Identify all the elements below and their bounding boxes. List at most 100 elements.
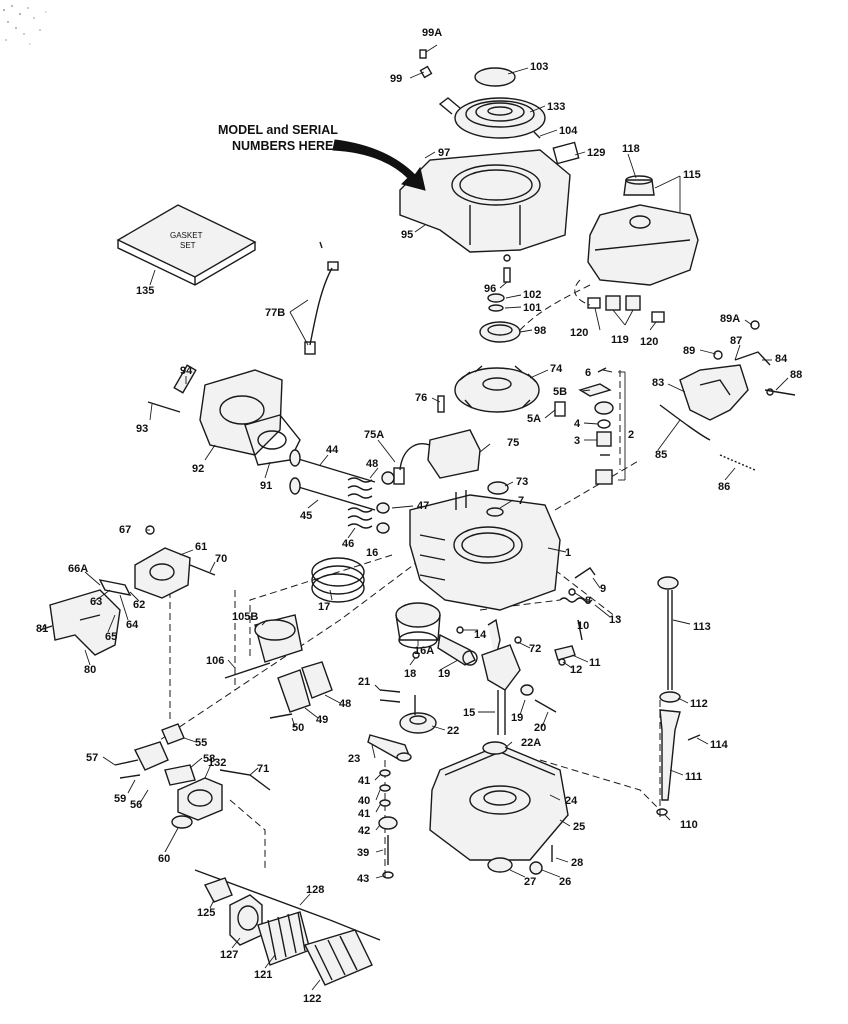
label-45: 45 [300,510,312,522]
label-7: 7 [518,495,524,507]
flywheel-hardware [479,267,521,343]
label-110: 110 [680,819,698,831]
label-22A: 22A [521,737,541,749]
label-2: 2 [628,429,634,441]
recoil-starter-assembly [419,49,546,139]
label-39: 39 [357,847,369,859]
gasket-set-line1: GASKET [170,231,203,240]
label-133: 133 [547,101,565,113]
label-77B: 77B [265,307,285,319]
spark-plug-wire [304,241,339,355]
part-labels: 99A 99 103 133 104 97 129 118 115 95 135… [36,27,802,1005]
label-11: 11 [589,657,601,669]
crankshaft-assembly [379,618,557,735]
label-19-crank: 19 [511,712,523,724]
spark-plug [173,364,197,394]
flywheel [454,365,540,413]
governor-shaft-parts [554,367,614,485]
label-20: 20 [534,722,546,734]
label-80: 80 [84,664,96,676]
label-67: 67 [119,524,131,536]
starter-pin [419,49,427,59]
label-98: 98 [534,325,546,337]
label-15: 15 [463,707,475,719]
fuel-pump-assembly [114,723,271,829]
label-114: 114 [710,739,729,751]
label-75A: 75A [364,429,384,441]
piston-assembly [224,557,441,679]
label-95: 95 [401,229,413,241]
air-cleaner-assembly [194,869,381,986]
label-10: 10 [577,620,589,632]
label-63: 63 [90,596,102,608]
label-94: 94 [180,365,193,377]
label-129: 129 [587,147,605,159]
label-75: 75 [507,437,519,449]
label-102: 102 [523,289,541,301]
label-81: 81 [36,623,48,635]
label-65: 65 [105,631,117,643]
label-127: 127 [220,949,238,961]
assembly-guide-lines [159,284,661,880]
label-115: 115 [683,169,701,181]
starter-housing [454,97,546,139]
label-59: 59 [114,793,126,805]
label-58: 58 [203,753,215,765]
label-64: 64 [126,619,139,631]
label-43: 43 [357,873,369,885]
starter-grip-insert [419,65,433,79]
label-120-left: 120 [570,327,588,339]
label-18: 18 [404,668,416,680]
label-88: 88 [790,369,802,381]
label-119: 119 [611,334,629,346]
label-103: 103 [530,61,548,73]
label-105B: 105B [232,611,258,623]
cylinder-head-assembly [147,364,301,466]
oil-dipstick-assembly [656,576,701,816]
model-serial-line2: NUMBERS HERE [232,139,333,153]
label-89A: 89A [720,313,740,325]
fuel-tank-assembly [587,175,699,286]
label-111: 111 [685,771,702,783]
label-48-intake: 48 [339,698,351,710]
label-83: 83 [652,377,664,389]
serial-plate [552,141,580,165]
carburetor-assembly [39,525,216,656]
label-72: 72 [529,643,541,655]
label-49: 49 [316,714,328,726]
label-76: 76 [415,392,427,404]
governor-lever-parts [554,567,596,666]
governor-control-assembly [659,320,796,471]
label-28: 28 [571,857,583,869]
blower-housing [399,141,580,262]
label-66A: 66A [68,563,88,575]
label-44: 44 [326,444,339,456]
label-26: 26 [559,876,571,888]
label-74: 74 [550,363,563,375]
crankcase-sump [429,741,569,875]
label-19-rod: 19 [438,668,450,680]
label-60: 60 [158,853,170,865]
label-122: 122 [303,993,321,1005]
cylinder-block [409,481,561,611]
label-73: 73 [516,476,528,488]
label-22: 22 [447,725,459,737]
label-5A: 5A [527,413,541,425]
label-55: 55 [195,737,207,749]
label-12: 12 [570,664,582,676]
label-61: 61 [195,541,207,553]
label-71: 71 [257,763,269,775]
camshaft-gear [367,695,437,762]
label-17: 17 [318,601,330,613]
label-41-top: 41 [358,775,370,787]
label-84: 84 [775,353,788,365]
label-8: 8 [585,595,591,607]
label-121: 121 [254,969,272,981]
label-86: 86 [718,481,730,493]
label-14: 14 [474,629,487,641]
label-5B: 5B [553,386,567,398]
label-99: 99 [390,73,402,85]
label-87: 87 [730,335,742,347]
label-27: 27 [524,876,536,888]
label-9: 9 [600,583,606,595]
